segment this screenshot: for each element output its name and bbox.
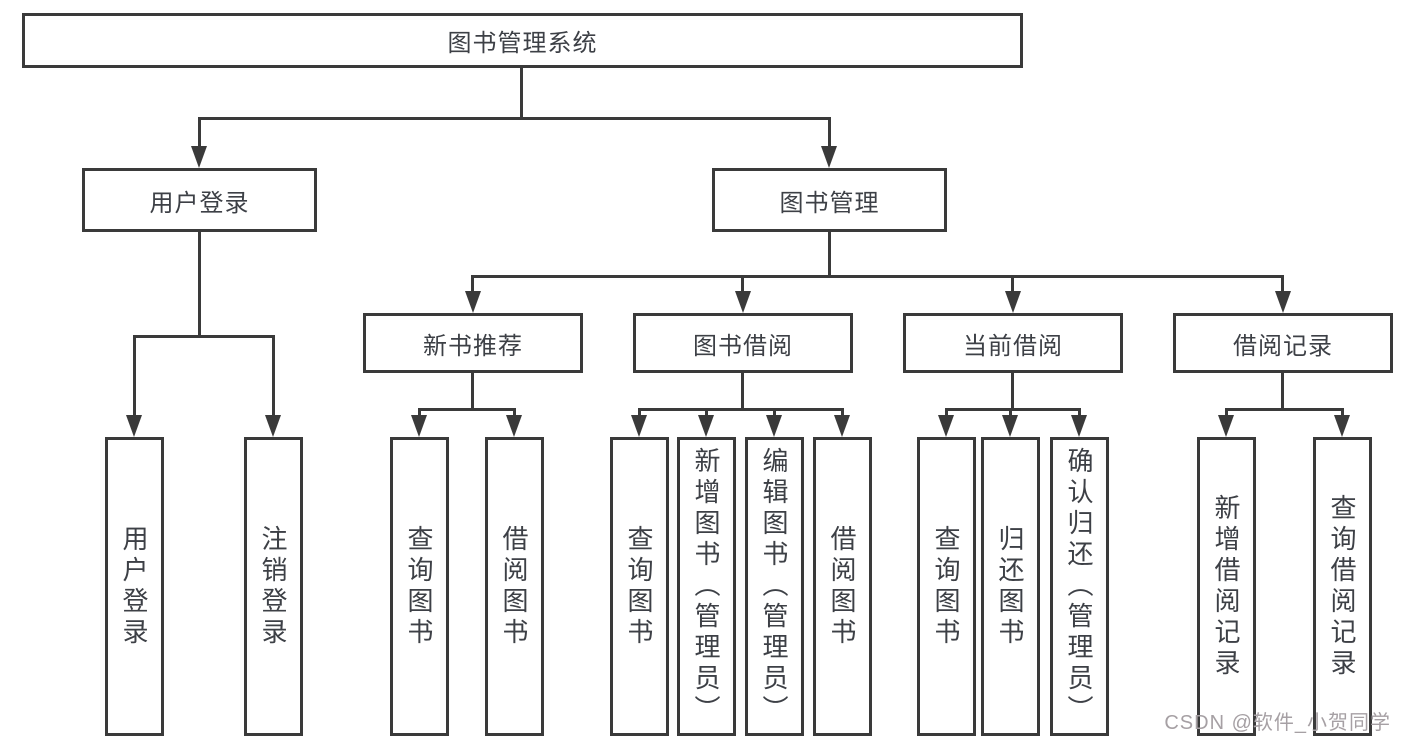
node-current-borrow: 当前借阅 <box>903 313 1123 373</box>
connector-rail <box>945 408 1081 411</box>
arrow-down-icon <box>1002 415 1018 437</box>
leaf-return-books: 归还图书 <box>981 437 1040 736</box>
arrow-down-icon <box>766 415 782 437</box>
arrow-down-icon <box>834 415 850 437</box>
connector-stem <box>471 373 474 408</box>
arrow-down-icon <box>191 146 207 168</box>
leaf-borrow-borrow-books: 借阅图书 <box>813 437 872 736</box>
node-borrow-records: 借阅记录 <box>1173 313 1393 373</box>
connector-drop <box>133 335 136 416</box>
connector-drop <box>471 275 474 293</box>
connector-drop <box>1009 408 1012 417</box>
node-library-system-label: 图书管理系统 <box>447 30 598 57</box>
arrow-down-icon <box>265 415 281 437</box>
connector-drop <box>1011 275 1014 293</box>
arrow-down-icon <box>1334 415 1350 437</box>
node-library-system: 图书管理系统 <box>22 13 1023 68</box>
node-book-borrow-label: 图书借阅 <box>693 332 793 360</box>
connector-drop <box>638 408 641 417</box>
connector-rail <box>638 408 844 411</box>
leaf-recommend-borrow-books-label: 借阅图书 <box>499 524 529 649</box>
arrow-down-icon <box>698 415 714 437</box>
arrow-down-icon <box>1071 415 1087 437</box>
leaf-logout-label: 注销登录 <box>258 524 288 649</box>
connector-drop <box>1341 408 1344 417</box>
connector-drop <box>1225 408 1228 417</box>
connector-stem <box>198 232 201 335</box>
leaf-confirm-return-admin-label: 确认归还（管理员） <box>1064 447 1094 726</box>
connector-stem <box>741 373 744 408</box>
arrow-down-icon <box>821 146 837 168</box>
arrow-down-icon <box>1218 415 1234 437</box>
connector-drop <box>1078 408 1081 417</box>
leaf-query-borrow-record: 查询借阅记录 <box>1313 437 1372 736</box>
node-book-borrow: 图书借阅 <box>633 313 853 373</box>
node-book-management: 图书管理 <box>712 168 947 232</box>
leaf-edit-books-admin: 编辑图书（管理员） <box>745 437 804 736</box>
connector-rail <box>1225 408 1344 411</box>
connector-root-stem <box>520 68 523 117</box>
leaf-return-books-label: 归还图书 <box>995 524 1025 649</box>
connector-drop <box>841 408 844 417</box>
connector-drop <box>741 275 744 293</box>
leaf-recommend-borrow-books: 借阅图书 <box>485 437 544 736</box>
leaf-borrow-borrow-books-label: 借阅图书 <box>827 524 857 649</box>
leaf-confirm-return-admin: 确认归还（管理员） <box>1050 437 1109 736</box>
leaf-recommend-query-books: 查询图书 <box>390 437 449 736</box>
connector-drop <box>773 408 776 417</box>
connector-drop <box>945 408 948 417</box>
connector-drop <box>1281 275 1284 293</box>
leaf-borrow-query-books-label: 查询图书 <box>624 524 654 649</box>
node-new-book-recommend-label: 新书推荐 <box>423 332 523 360</box>
arrow-down-icon <box>465 291 481 313</box>
connector-drop <box>513 408 516 417</box>
connector-drop <box>828 117 831 149</box>
leaf-query-borrow-record-label: 查询借阅记录 <box>1327 493 1357 680</box>
connector-rail <box>133 335 275 338</box>
arrow-down-icon <box>938 415 954 437</box>
leaf-add-books-admin: 新增图书（管理员） <box>677 437 736 736</box>
leaf-current-query-books: 查询图书 <box>917 437 976 736</box>
arrow-down-icon <box>506 415 522 437</box>
connector-stem <box>1011 373 1014 408</box>
connector-drop <box>272 335 275 416</box>
arrow-down-icon <box>411 415 427 437</box>
arrow-down-icon <box>735 291 751 313</box>
leaf-recommend-query-books-label: 查询图书 <box>404 524 434 649</box>
leaf-user-login-label: 用户登录 <box>119 524 149 649</box>
arrow-down-icon <box>1275 291 1291 313</box>
leaf-user-login: 用户登录 <box>105 437 164 736</box>
arrow-down-icon <box>631 415 647 437</box>
connector-drop <box>198 117 201 149</box>
connector-stem <box>1281 373 1284 408</box>
node-book-management-label: 图书管理 <box>779 189 880 217</box>
node-current-borrow-label: 当前借阅 <box>963 332 1063 360</box>
connector-drop <box>705 408 708 417</box>
connector-drop <box>418 408 421 417</box>
leaf-current-query-books-label: 查询图书 <box>931 524 961 649</box>
leaf-logout: 注销登录 <box>244 437 303 736</box>
connector-rail <box>471 275 1284 278</box>
leaf-add-borrow-record-label: 新增借阅记录 <box>1211 493 1241 680</box>
node-user-login: 用户登录 <box>82 168 317 232</box>
arrow-down-icon <box>126 415 142 437</box>
connector-root-rail <box>198 117 831 120</box>
leaf-edit-books-admin-label: 编辑图书（管理员） <box>759 447 789 726</box>
leaf-add-books-admin-label: 新增图书（管理员） <box>691 447 721 726</box>
leaf-add-borrow-record: 新增借阅记录 <box>1197 437 1256 736</box>
node-user-login-label: 用户登录 <box>149 189 250 217</box>
arrow-down-icon <box>1005 291 1021 313</box>
leaf-borrow-query-books: 查询图书 <box>610 437 669 736</box>
node-borrow-records-label: 借阅记录 <box>1233 332 1333 360</box>
connector-stem <box>828 232 831 275</box>
csdn-watermark: CSDN @软件_小贺同学 <box>1164 712 1391 734</box>
node-new-book-recommend: 新书推荐 <box>363 313 583 373</box>
connector-rail <box>418 408 516 411</box>
